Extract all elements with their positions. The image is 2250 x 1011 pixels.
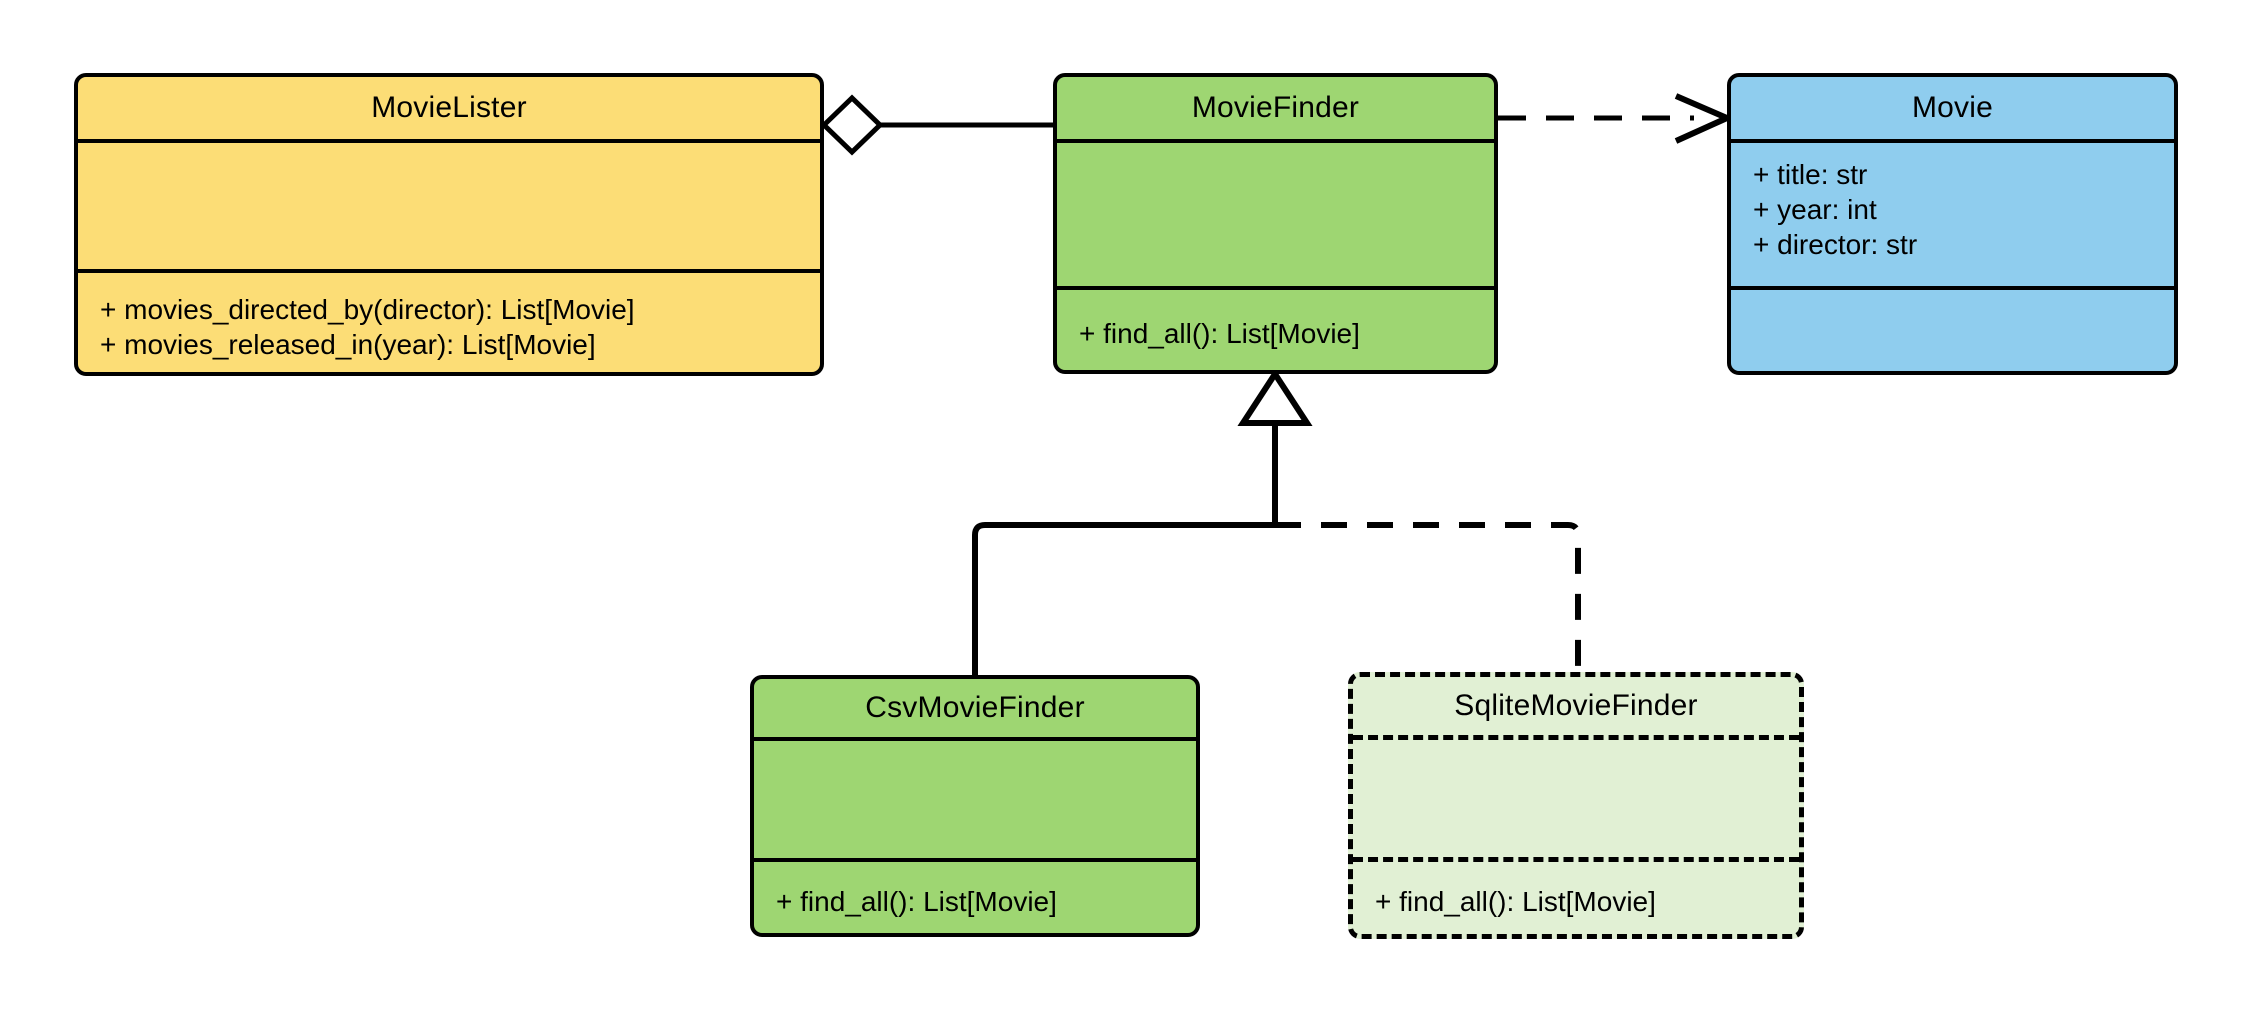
attributes-compartment-sqlite-movie-finder (1353, 735, 1799, 857)
class-name-csv-movie-finder: CsvMovieFinder (865, 691, 1085, 724)
aggregation-lister-finder (820, 94, 1053, 156)
class-box-movie[interactable]: Movie + title: str + year: int + directo… (1727, 73, 2178, 375)
realization-sqlite-finder (1275, 522, 1581, 672)
realization-sqlite-line (1275, 522, 1581, 672)
methods-compartment-movie-finder: + find_all(): List[Movie] (1057, 285, 1494, 371)
class-box-movie-finder[interactable]: MovieFinder + find_all(): List[Movie] (1053, 73, 1498, 374)
attributes-compartment-csv-movie-finder (754, 737, 1196, 858)
attributes-compartment-movie-lister (78, 139, 820, 269)
attribute-item: + year: int (1753, 194, 1877, 225)
methods-compartment-sqlite-movie-finder: + find_all(): List[Movie] (1353, 856, 1799, 935)
generalization-csv-line (972, 522, 1275, 675)
dependency-finder-movie (1498, 93, 1735, 144)
attributes-compartment-movie: + title: str + year: int + director: str (1731, 139, 2174, 286)
hollow-diamond-icon (820, 94, 884, 156)
methods-compartment-movie (1731, 286, 2174, 371)
class-box-movie-lister[interactable]: MovieLister + movies_directed_by(directo… (74, 73, 824, 376)
class-name-sqlite-movie-finder: SqliteMovieFinder (1454, 689, 1698, 722)
class-box-csv-movie-finder[interactable]: CsvMovieFinder + find_all(): List[Movie] (750, 675, 1200, 937)
generalization-shared-riser (1237, 368, 1313, 525)
hollow-triangle-icon (1237, 368, 1313, 426)
class-box-sqlite-movie-finder[interactable]: SqliteMovieFinder + find_all(): List[Mov… (1348, 672, 1804, 939)
method-item: + movies_released_in(year): List[Movie] (100, 328, 596, 360)
generalization-csv-finder (972, 522, 1275, 675)
methods-compartment-csv-movie-finder: + find_all(): List[Movie] (754, 857, 1196, 934)
class-name-movie: Movie (1911, 91, 1994, 124)
method-item: + find_all(): List[Movie] (1079, 318, 1360, 350)
class-name-movie-finder: MovieFinder (1191, 91, 1360, 124)
class-name-movie-lister: MovieLister (371, 91, 527, 124)
methods-compartment-movie-lister: + movies_directed_by(director): List[Mov… (78, 269, 820, 372)
attribute-item: + title: str (1753, 159, 1868, 190)
open-arrow-icon (1674, 93, 1735, 144)
attribute-item: + director: str (1753, 229, 1918, 260)
attributes-compartment-movie-finder (1057, 139, 1494, 286)
method-item: + find_all(): List[Movie] (776, 885, 1057, 917)
method-item: + movies_directed_by(director): List[Mov… (100, 293, 635, 325)
method-item: + find_all(): List[Movie] (1375, 886, 1656, 918)
